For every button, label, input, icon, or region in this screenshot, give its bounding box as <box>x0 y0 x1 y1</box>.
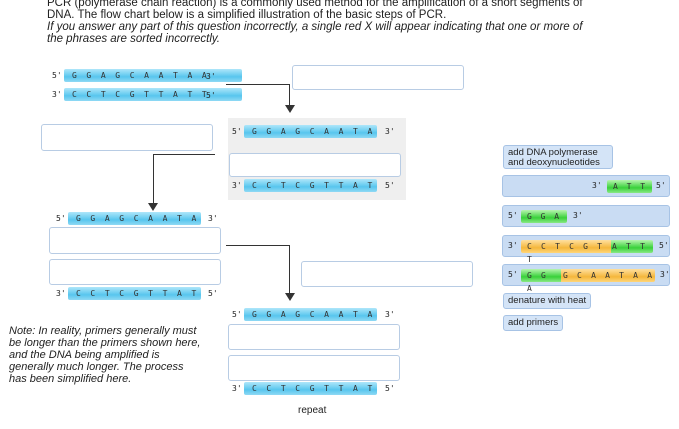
extended-sequence: G C A A T A A <box>561 269 655 282</box>
dna-strand-bottom: C C T C G T T A T T <box>68 287 201 300</box>
drop-zone-step-2[interactable] <box>41 124 213 151</box>
three-prime-label: 3' <box>573 211 583 220</box>
three-prime-label: 3' <box>385 310 395 319</box>
three-prime-label: 3' <box>385 127 395 136</box>
option-extended-bottom[interactable]: 3' C C T C G T T A T T 5' <box>502 235 670 264</box>
dna-double-strand-top: 5' G G A G C A A T A A <box>52 69 242 82</box>
three-prime-label: 3' <box>208 214 218 223</box>
option-primer-gga[interactable]: 5' G G A 3' <box>502 205 670 227</box>
five-prime-label: 5' <box>232 127 242 136</box>
five-prime-label: 5' <box>232 310 242 319</box>
five-prime-label: 5' <box>508 270 518 279</box>
flow-arrow-line <box>289 245 290 294</box>
five-prime-label: 5' <box>208 289 218 298</box>
three-prime-label: 3' <box>206 72 216 81</box>
instructions: PCR (polymerase chain reaction) is a com… <box>47 0 672 45</box>
dna-strand-bottom: C C T C G T T A T T <box>64 88 242 101</box>
three-prime-label: 3' <box>52 90 62 99</box>
flow-arrow-line <box>153 154 215 155</box>
arrow-head-icon <box>148 203 158 211</box>
arrow-head-icon <box>285 293 295 301</box>
three-prime-label: 3' <box>592 181 602 190</box>
drop-zone-step-6[interactable] <box>49 259 221 285</box>
dna-double-strand-bottom: 3' C C T C G T T A T T <box>52 88 242 101</box>
drop-zone-step-1[interactable] <box>292 65 464 90</box>
three-prime-label: 3' <box>56 289 66 298</box>
option-extended-top[interactable]: 5' G G A G C A A T A A 3' <box>502 264 670 293</box>
option-denature-heat[interactable]: denature with heat <box>503 293 592 309</box>
drop-zone-step-8[interactable] <box>228 355 400 381</box>
five-prime-label: 5' <box>206 91 216 100</box>
flow-arrow-line <box>226 245 290 246</box>
five-prime-label: 5' <box>52 71 62 80</box>
intro-line-1: PCR (polymerase chain reaction) is a com… <box>47 0 583 9</box>
option-primer-att[interactable]: 3' A T T 5' <box>502 175 670 197</box>
flow-arrow-line <box>289 84 290 106</box>
note-text: Note: In reality, primers generally must… <box>9 325 201 385</box>
five-prime-label: 5' <box>656 181 666 190</box>
flow-arrow-line <box>153 154 154 204</box>
dna-strand-bottom: C C T C G T T A T T <box>244 382 377 395</box>
three-prime-label: 3' <box>508 241 518 250</box>
option-add-polymerase[interactable]: add DNA polymerase and deoxynucleotides <box>503 145 613 169</box>
primer-sequence: A T T <box>607 180 652 193</box>
arrow-head-icon <box>285 105 295 113</box>
dna-strand-top: G G A G C A A T A A <box>244 308 377 321</box>
three-prime-label: 3' <box>660 270 670 279</box>
dna-strand-bottom: C C T C G T T A T T <box>244 179 377 192</box>
repeat-label: repeat <box>298 405 327 416</box>
primer-sequence: G G A <box>521 269 561 293</box>
drop-zone-step-4[interactable] <box>301 261 473 287</box>
intro-line-2: DNA. The flow chart below is a simplifie… <box>47 9 447 21</box>
five-prime-label: 5' <box>659 241 669 250</box>
drop-zone-step-7[interactable] <box>228 324 400 350</box>
dna-strand-top: G G A G C A A T A A <box>68 212 201 225</box>
drop-zone-step-3[interactable] <box>229 153 401 177</box>
primer-sequence: G G A <box>521 210 567 223</box>
five-prime-label: 5' <box>385 384 395 393</box>
intro-line-4: the phrases are sorted incorrectly. <box>47 33 221 45</box>
five-prime-label: 5' <box>56 214 66 223</box>
flow-arrow-line <box>226 84 290 85</box>
three-prime-label: 3' <box>232 384 242 393</box>
five-prime-label: 5' <box>508 211 518 220</box>
intro-line-3: If you answer any part of this question … <box>47 21 583 33</box>
five-prime-label: 5' <box>385 181 395 190</box>
option-add-primers[interactable]: add primers <box>503 315 564 331</box>
dna-strand-top: G G A G C A A T A A <box>244 125 377 138</box>
primer-sequence: A T T <box>611 240 653 253</box>
dna-strand-top: G G A G C A A T A A <box>64 69 242 82</box>
three-prime-label: 3' <box>232 181 242 190</box>
extended-sequence: C C T C G T T <box>521 240 611 264</box>
drop-zone-step-5[interactable] <box>49 227 221 254</box>
